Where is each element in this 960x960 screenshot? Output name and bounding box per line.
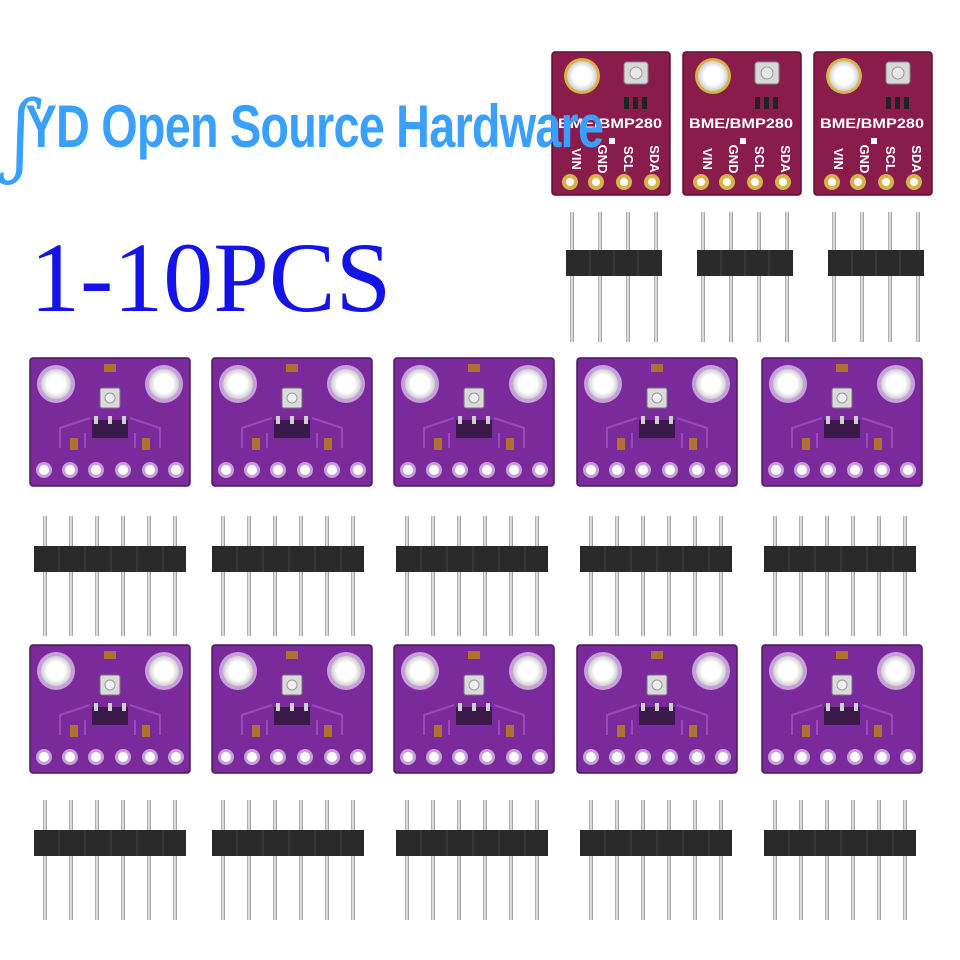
- pin-header-4-2: [696, 211, 794, 343]
- pin-header-4-3: [827, 211, 925, 343]
- brand-text: YD Open Source Hardware: [25, 93, 604, 160]
- sensor-board-large: [29, 357, 191, 487]
- sensor-board-large: [576, 644, 738, 774]
- sensor-board-small-3: [813, 51, 933, 196]
- pin-header-6: [579, 799, 733, 921]
- brand-logo-hook: ʃ: [12, 82, 31, 187]
- sensor-board-large: [576, 357, 738, 487]
- pin-header-6: [211, 515, 365, 637]
- sensor-board-large: [393, 644, 555, 774]
- sensor-board-large: [211, 357, 373, 487]
- sensor-board-large: [211, 644, 373, 774]
- sensor-board-large: [393, 357, 555, 487]
- quantity-label: 1-10PCS: [30, 222, 392, 333]
- pin-header-6: [211, 799, 365, 921]
- pin-header-6: [763, 799, 917, 921]
- sensor-board-large: [761, 644, 923, 774]
- sensor-board-large: [29, 644, 191, 774]
- pin-header-4-1: [565, 211, 663, 343]
- pin-header-6: [579, 515, 733, 637]
- pin-header-6: [395, 515, 549, 637]
- sensor-board-small-2: [682, 51, 802, 196]
- brand-watermark: ʃYD Open Source Hardware: [12, 64, 604, 187]
- sensor-board-large: [761, 357, 923, 487]
- pin-header-6: [33, 515, 187, 637]
- pin-header-6: [395, 799, 549, 921]
- pin-header-6: [763, 515, 917, 637]
- pin-header-6: [33, 799, 187, 921]
